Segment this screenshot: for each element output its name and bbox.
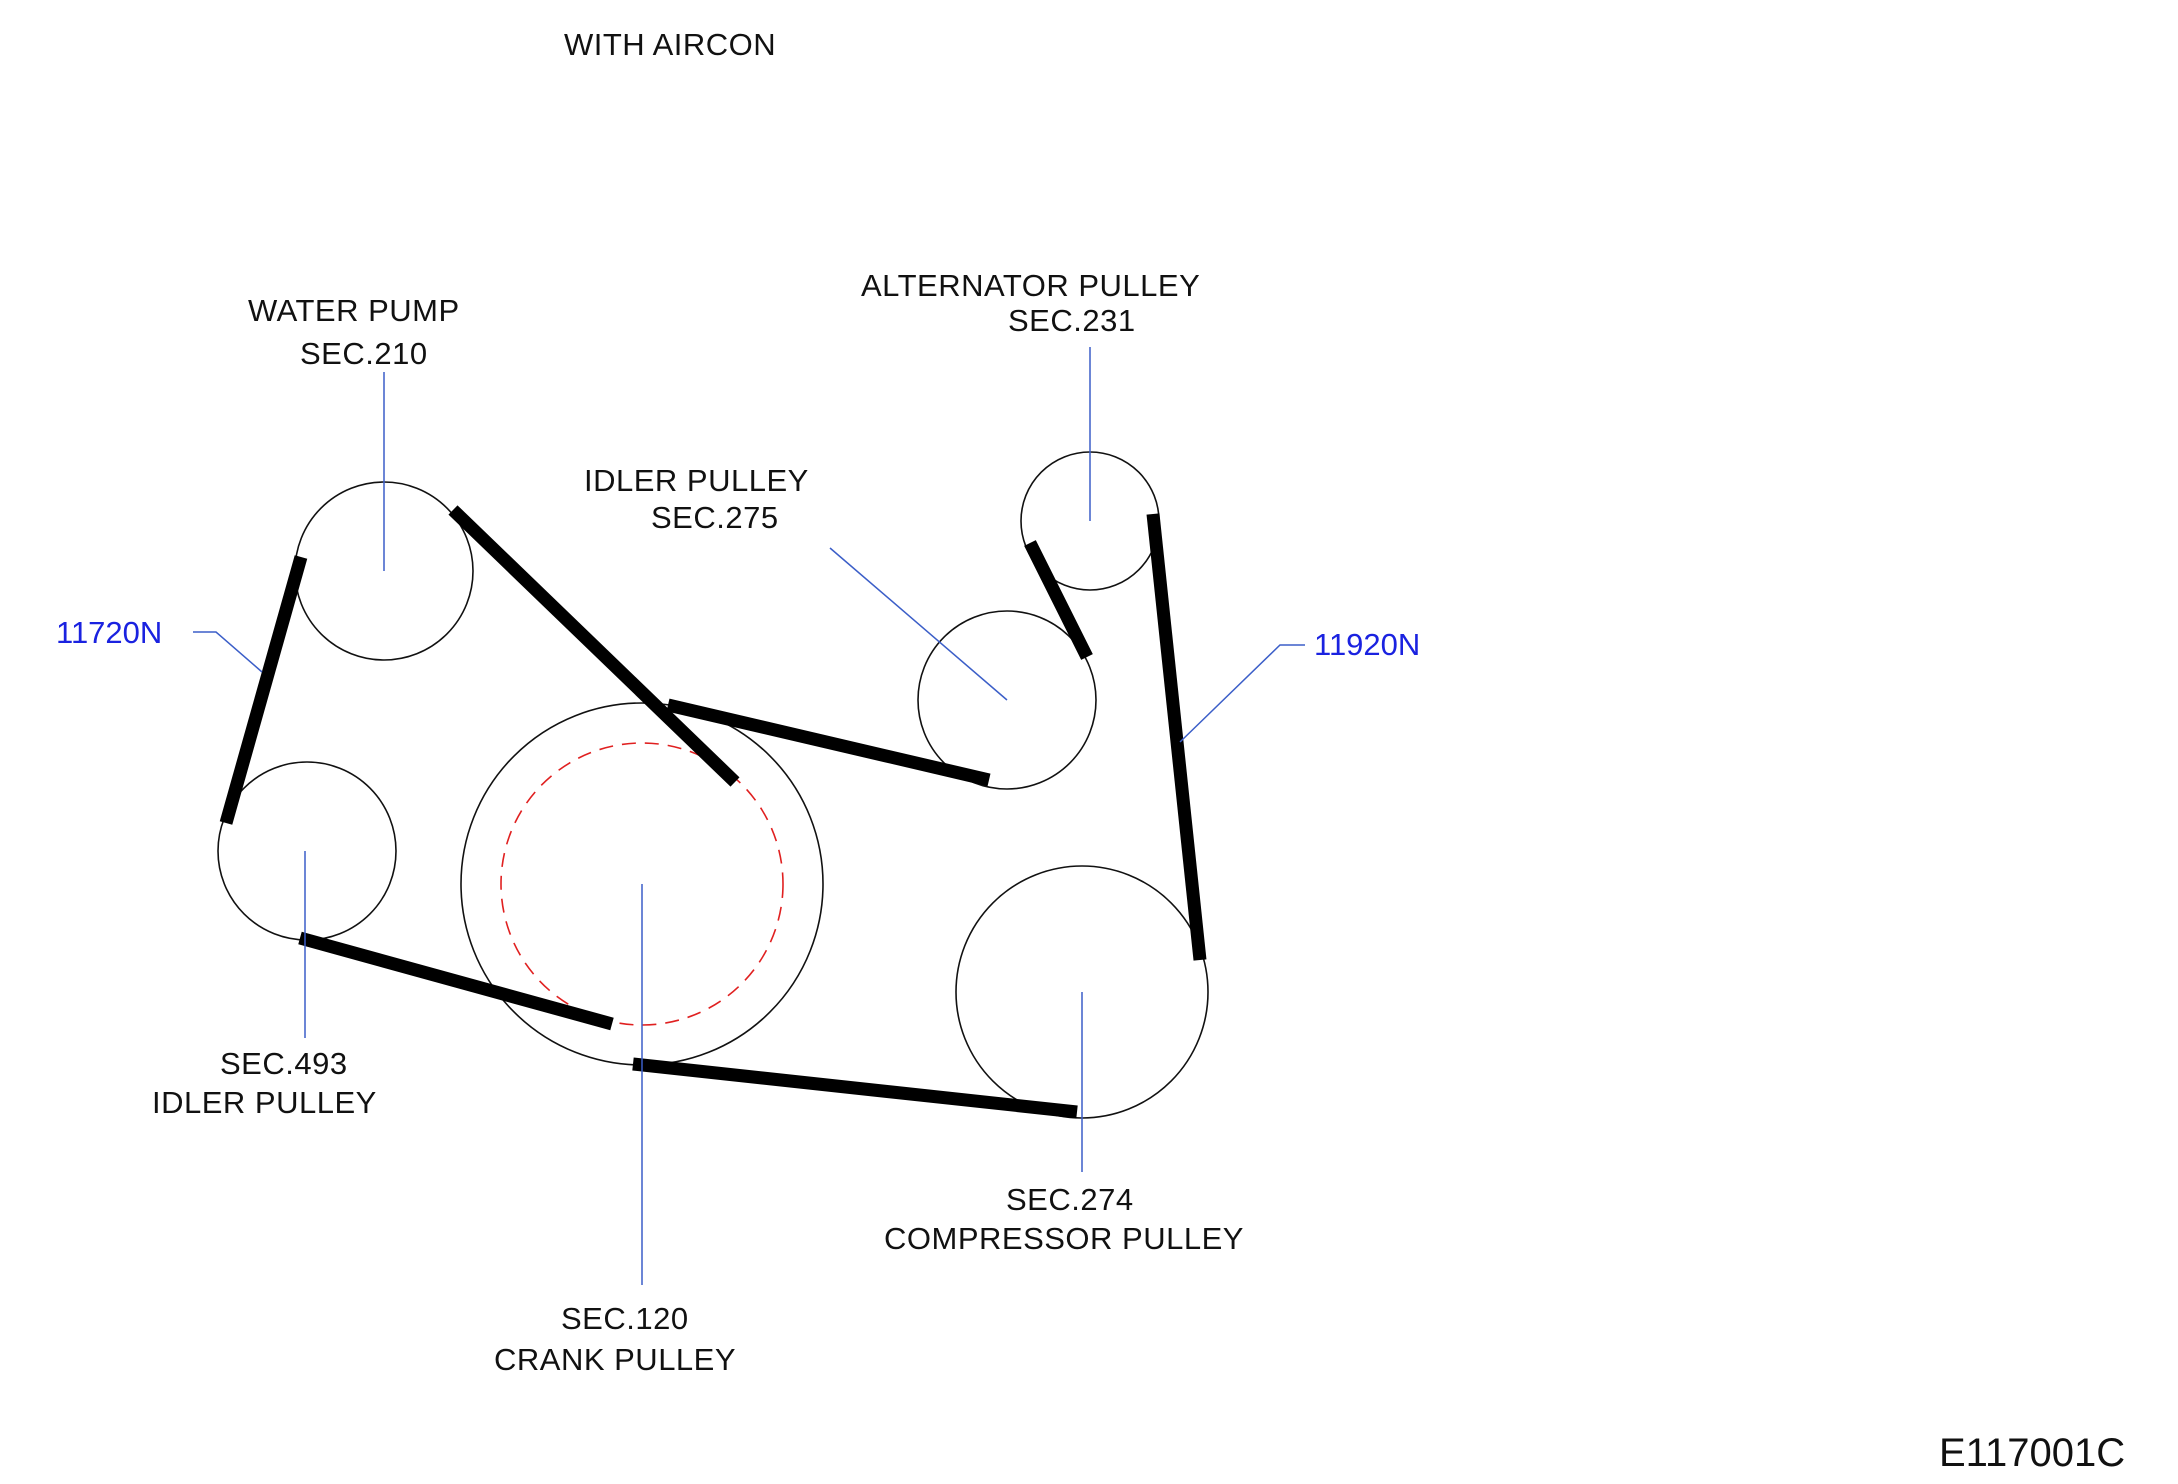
belt-segment-compressor-crank: [632, 1057, 1078, 1119]
leader-upper-idler: [829, 547, 1008, 701]
drive-belt: [219, 505, 1207, 1119]
compressor-section-label: SEC.274: [1006, 1182, 1134, 1217]
crank-pulley-label: CRANK PULLEY: [494, 1342, 736, 1377]
leader-lines: [193, 347, 1305, 1285]
belt-segment-crank-upper-idler: [666, 698, 991, 787]
water-pump-label: WATER PUMP: [248, 293, 460, 328]
leader-tension-left: [193, 631, 263, 673]
upper-idler-pulley-label: IDLER PULLEY: [584, 463, 809, 498]
lower-idler-section-label: SEC.493: [220, 1046, 348, 1081]
figure-code: E117001C: [1939, 1431, 2125, 1475]
compressor-pulley-label: COMPRESSOR PULLEY: [884, 1221, 1244, 1256]
crank-pulley-dashed-circle: [500, 742, 784, 1026]
upper-idler-section-label: SEC.275: [651, 500, 779, 535]
alternator-section-label: SEC.231: [1008, 303, 1136, 338]
alternator-pulley-label: ALTERNATOR PULLEY: [861, 268, 1200, 303]
leader-tension-right: [1179, 644, 1305, 743]
crank-section-label: SEC.120: [561, 1301, 689, 1336]
tension-left-label: 11720N: [56, 615, 162, 650]
tension-right-label: 11920N: [1314, 627, 1420, 662]
belt-segment-alternator-compressor: [1146, 513, 1207, 961]
diagram-title: WITH AIRCON: [564, 27, 776, 62]
belt-segment-crank-lower-idler: [298, 931, 614, 1031]
lower-idler-pulley-label: IDLER PULLEY: [152, 1085, 377, 1120]
belt-segment-waterpump-crank: [448, 505, 740, 787]
belt-segment-upper-idler-alternator: [1024, 540, 1093, 660]
water-pump-section-label: SEC.210: [300, 336, 428, 371]
lower-idler-pulley: [217, 761, 397, 941]
belt-segment-lower-idler-waterpump: [219, 555, 308, 825]
